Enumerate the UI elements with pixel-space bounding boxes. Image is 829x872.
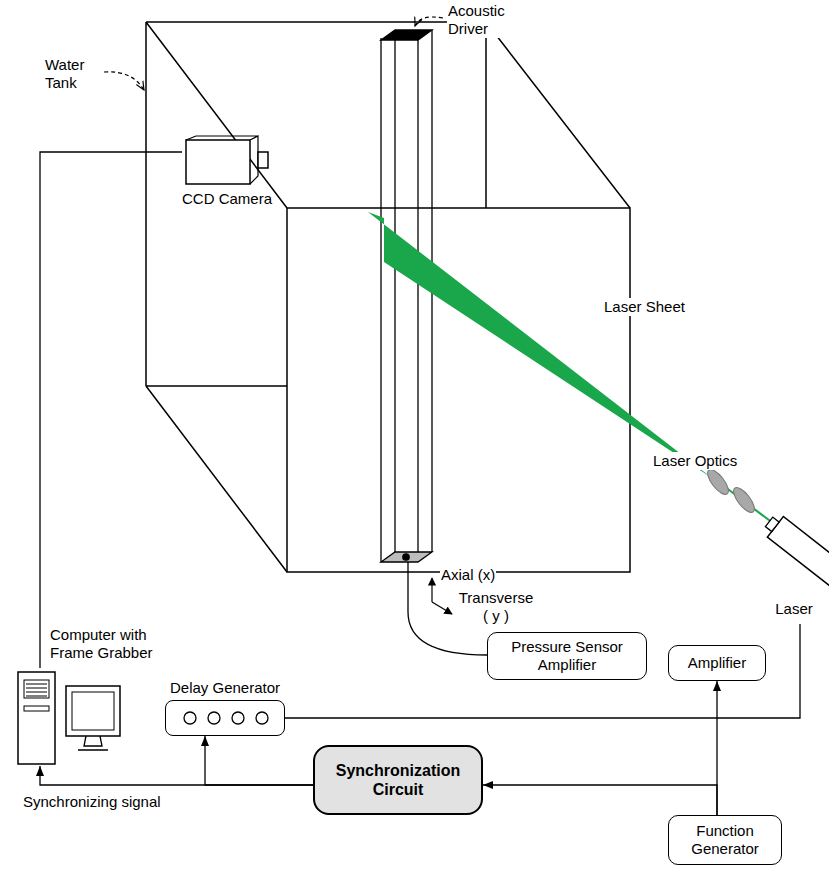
signal-wire [483,785,717,815]
leader-line [415,17,443,26]
pressure-amplifier-box: Pressure Sensor Amplifier [487,632,647,680]
signal-wire [285,624,800,718]
laser-optics-lenses [704,466,758,515]
laser-icon [762,512,826,592]
part-label: Water Tank [44,56,104,92]
synchronization-circuit: Synchronization Circuit [313,745,483,815]
water-tank [146,22,630,572]
part-label: Acoustic Driver [447,2,521,38]
node-label: CCD Camera [182,190,272,208]
knob-row [166,701,286,737]
node-label: Computer with Frame Grabber [50,626,154,662]
signal-wire [40,152,182,668]
part-label: Laser Optics [652,452,738,470]
edge-label: Synchronizing signal [22,793,162,811]
amplifier-box: Amplifier [668,645,766,681]
laser: Laser [762,512,826,624]
node-label: Delay Generator [170,679,280,697]
part-label: Transverse ( y ) [455,589,537,625]
camera-icon [182,136,278,192]
computer-icon [14,668,124,766]
node-label: Function Generator [677,822,773,858]
delay-generator: Delay Generator [165,700,285,736]
node-label: Laser [762,600,826,618]
part-label: Axial (x) [440,566,496,584]
laser-sheet [368,212,712,478]
ccd-camera: CCD Camera [182,136,278,214]
function-generator-box: Function Generator [668,815,782,865]
node-label: Pressure Sensor Amplifier [496,638,638,674]
resonator-tube [381,30,432,562]
signal-wire [205,736,313,785]
signal-wire [40,766,313,785]
computer: Computer with Frame Grabber [14,668,124,766]
leader-line [104,72,144,90]
part-label: Laser Sheet [603,298,686,316]
node-label: Amplifier [688,654,746,672]
node-label: Synchronization Circuit [325,761,471,799]
